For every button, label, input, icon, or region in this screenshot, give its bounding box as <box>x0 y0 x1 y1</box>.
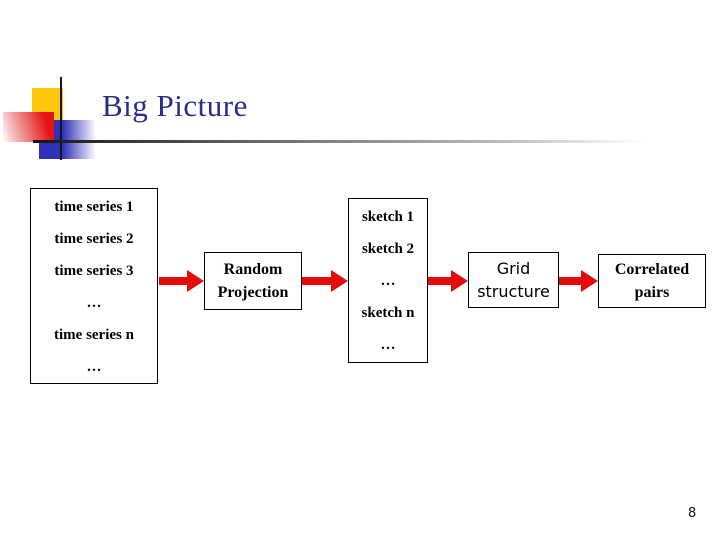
ellipsis-label: … <box>380 337 396 353</box>
sketch-item: sketch n <box>361 305 415 321</box>
flow-arrow-3 <box>428 270 468 292</box>
random-projection-label-line: Projection <box>217 284 289 301</box>
flow-arrow-1 <box>159 270 204 292</box>
random-projection-box: Random Projection <box>204 252 302 310</box>
arrow-shaft <box>159 277 187 285</box>
arrow-shaft <box>302 277 331 285</box>
grid-structure-label-line: structure <box>477 282 550 301</box>
ellipsis-label: … <box>380 273 396 289</box>
flow-arrow-4 <box>559 270 598 292</box>
time-series-item: time series 1 <box>54 199 134 215</box>
arrow-head-icon <box>331 270 348 292</box>
ellipsis-label: … <box>86 295 102 311</box>
time-series-item: time series 2 <box>54 231 134 247</box>
decoration-vertical-line <box>60 77 62 160</box>
correlated-pairs-label-line: pairs <box>634 284 670 301</box>
time-series-item: time series 3 <box>54 263 134 279</box>
time-series-item: time series n <box>54 327 134 343</box>
arrow-head-icon <box>581 270 598 292</box>
sketch-item: sketch 1 <box>361 209 415 225</box>
correlated-pairs-box: Correlated pairs <box>598 254 706 308</box>
slide-title: Big Picture <box>102 88 248 123</box>
title-underline <box>33 140 669 143</box>
time-series-box: time series 1 time series 2 time series … <box>30 188 158 384</box>
sketch-box: sketch 1 sketch 2 … sketch n … <box>348 198 428 363</box>
flow-arrow-2 <box>302 270 348 292</box>
ellipsis-label: … <box>86 359 102 375</box>
random-projection-label-line: Random <box>223 261 283 278</box>
arrow-head-icon <box>451 270 468 292</box>
decoration-red-square <box>3 112 54 142</box>
arrow-shaft <box>428 277 451 285</box>
arrow-shaft <box>559 277 581 285</box>
grid-structure-box: Grid structure <box>468 252 559 308</box>
correlated-pairs-label-line: Correlated <box>614 261 690 278</box>
page-number: 8 <box>688 506 697 521</box>
arrow-head-icon <box>187 270 204 292</box>
grid-structure-label-line: Grid <box>496 259 531 278</box>
sketch-item: sketch 2 <box>361 241 415 257</box>
